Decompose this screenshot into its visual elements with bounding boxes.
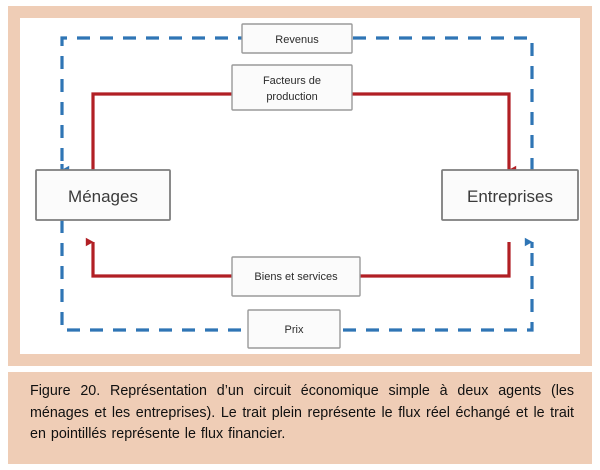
- circular-flow-diagram: Revenus Facteurs de production Biens et …: [35, 23, 579, 349]
- facteurs-de-production-label-line2: production: [266, 91, 317, 103]
- facteurs-de-production-label-line1: Facteurs de: [263, 75, 321, 87]
- biens-et-services-box[interactable]: [231, 256, 361, 297]
- diagram-frame: Revenus Facteurs de production Biens et …: [8, 6, 592, 366]
- flow-label-facteurs-de-production[interactable]: Facteurs de production: [231, 64, 353, 111]
- figure-caption-text: Figure 20. Représentation d’un circuit é…: [30, 383, 574, 443]
- biens-et-services-label: Biens et services: [254, 271, 338, 283]
- entreprises-label: Entreprises: [467, 187, 553, 206]
- menages-box[interactable]: [35, 169, 171, 221]
- entreprises-box[interactable]: [441, 169, 579, 221]
- prix-box[interactable]: [247, 309, 341, 349]
- figure-caption-band: Figure 20. Représentation d’un circuit é…: [8, 372, 592, 464]
- flow-label-biens-et-services[interactable]: Biens et services: [231, 256, 361, 297]
- prix-label: Prix: [285, 324, 304, 336]
- agent-node-menages[interactable]: Ménages: [35, 169, 171, 221]
- menages-label: Ménages: [68, 187, 138, 206]
- facteurs-de-production-box[interactable]: [231, 64, 353, 111]
- diagram-canvas: Revenus Facteurs de production Biens et …: [20, 18, 580, 354]
- agent-node-entreprises[interactable]: Entreprises: [441, 169, 579, 221]
- flow-label-revenus[interactable]: Revenus: [241, 23, 353, 54]
- revenus-box[interactable]: [241, 23, 353, 54]
- revenus-label: Revenus: [275, 34, 319, 46]
- flow-label-prix[interactable]: Prix: [247, 309, 341, 349]
